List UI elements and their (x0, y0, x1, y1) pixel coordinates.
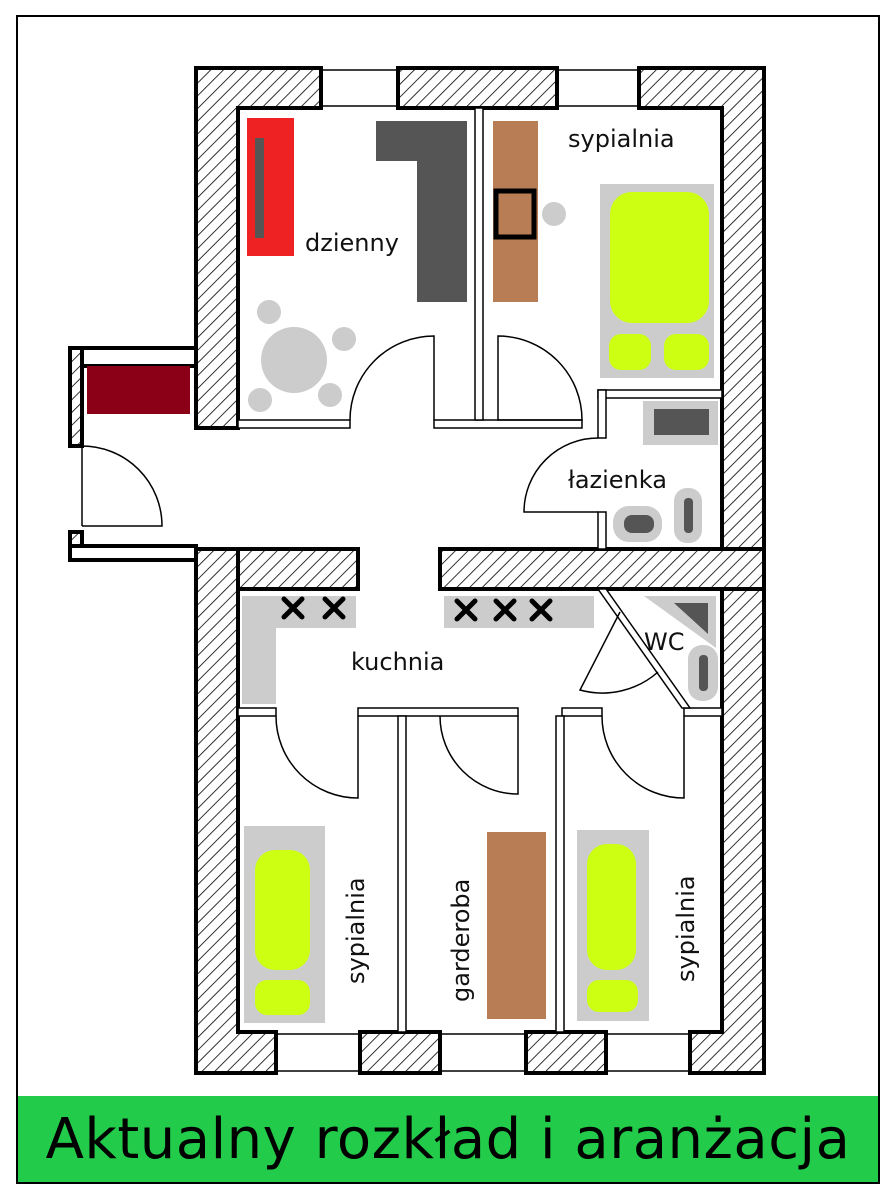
page-frame (16, 15, 880, 1184)
caption-bar (18, 1096, 878, 1182)
entrance-cabinet (87, 366, 190, 414)
label-kitchen: kuchnia (351, 648, 444, 676)
wall-mid-left (236, 547, 360, 591)
wall-mid-right (438, 547, 766, 591)
wall-bottom-right (524, 1030, 608, 1075)
doors (81, 335, 685, 799)
door-bedroom-left (275, 715, 359, 799)
label-wardrobe: garderoba (447, 879, 475, 1002)
stove-burners (281, 596, 553, 622)
corner-sofa (376, 121, 467, 302)
bed-left-mattress (255, 850, 310, 970)
dining-table (261, 327, 327, 393)
door-wardrobe (439, 715, 519, 795)
label-bathroom: łazienka (568, 466, 667, 494)
bed-top-pillow-2 (664, 334, 709, 370)
walls (68, 66, 766, 1075)
caption: Aktualny rozkład i aranżacja (18, 1096, 878, 1182)
label-bedroom-right: sypialnia (672, 875, 700, 982)
door-wc (578, 611, 659, 694)
wall-entrance-left-top (68, 346, 84, 448)
wall-entrance-top (68, 346, 198, 368)
wall-entrance-bottom (68, 544, 198, 562)
label-wc: WC (644, 628, 685, 656)
kitchen-counter-left (242, 596, 356, 704)
bath-toilet-inner (684, 498, 693, 533)
label-living: dzienny (305, 229, 399, 257)
wall-lower-right (688, 587, 766, 1075)
bed-top-mattress (610, 192, 709, 323)
windows (82, 69, 690, 1072)
red-cabinet-handle (255, 138, 264, 238)
wc-corner-shelf-dark (674, 603, 708, 634)
label-bedroom-left: sypialnia (342, 877, 370, 984)
door-living (349, 335, 435, 421)
red-cabinet (247, 118, 294, 256)
caption-text: Aktualny rozkład i aranżacja (45, 1106, 851, 1172)
bed-right-mattress (587, 844, 636, 970)
wall-lower-left (194, 547, 278, 1075)
desk-box (493, 188, 537, 240)
partitions (237, 107, 723, 1033)
door-bathroom (523, 437, 599, 513)
chair-2 (332, 327, 356, 351)
bed-top-pillow-1 (609, 334, 651, 370)
chair-3 (248, 388, 272, 412)
bed-left-pillow (255, 980, 310, 1015)
wall-top-middle (396, 66, 559, 110)
wardrobe-unit (487, 832, 546, 1019)
sink-basin (624, 515, 654, 533)
bed-right-pillow (587, 980, 638, 1012)
wall-top-left (194, 66, 323, 430)
label-bedroom-top: sypialnia (568, 125, 675, 153)
bath-fixture-dark (654, 409, 709, 435)
chair-1 (257, 300, 281, 324)
wall-bottom-left (358, 1030, 442, 1075)
chair-4 (318, 383, 342, 407)
door-entrance (81, 445, 163, 527)
door-bedroom-right (601, 715, 685, 799)
wc-toilet-inner (699, 655, 708, 691)
desk-stool (542, 202, 566, 226)
door-bedroom-top (497, 335, 583, 421)
